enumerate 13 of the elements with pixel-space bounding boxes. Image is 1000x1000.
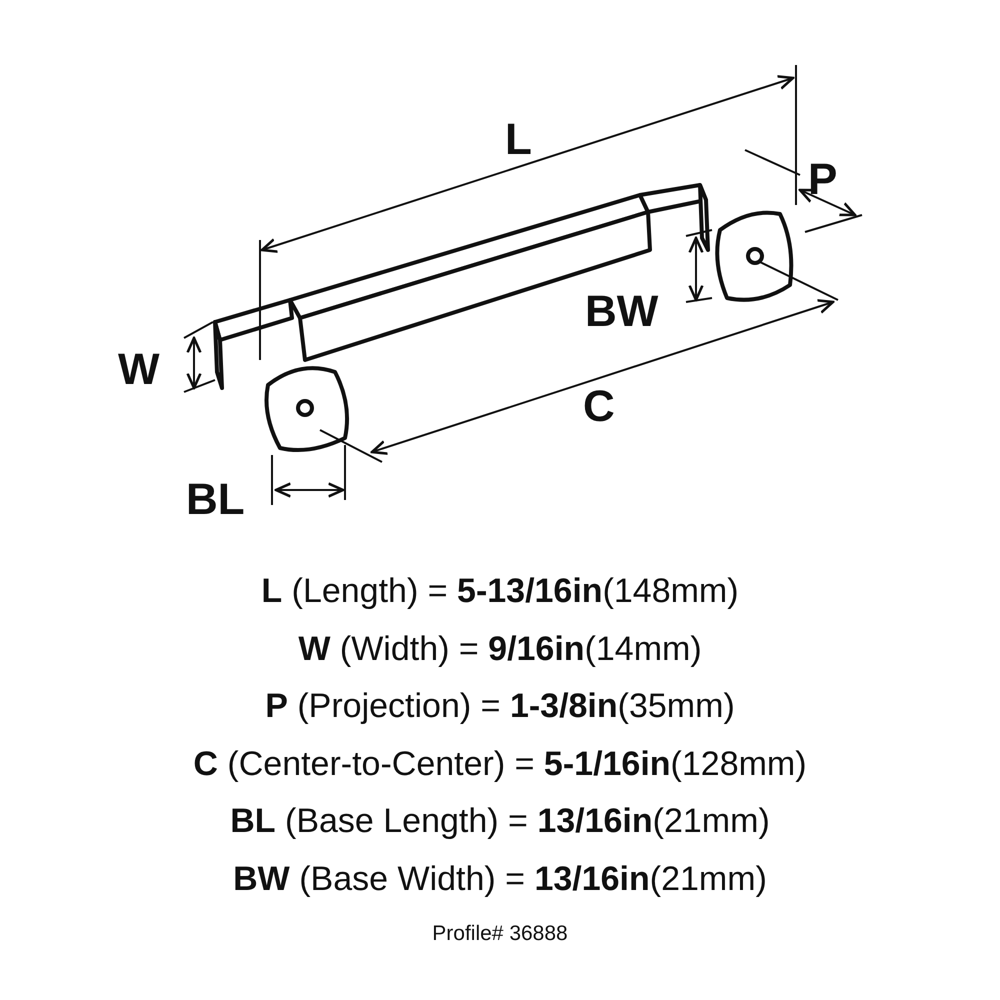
- dimension-label: BW: [585, 290, 658, 334]
- specification-text: BL (Base Length) = 13/16in(21mm): [230, 802, 770, 840]
- dimension-label: W: [118, 348, 160, 392]
- specification-text: W (Width) = 9/16in(14mm): [298, 630, 702, 668]
- specification-text: L (Length) = 5-13/16in(148mm): [261, 572, 739, 610]
- specification-text: C (Center-to-Center) = 5-1/16in(128mm): [193, 744, 807, 782]
- dimension-label: L: [505, 118, 532, 162]
- dimension-label: C: [583, 385, 615, 429]
- profile-number: Profile# 36888: [432, 922, 568, 945]
- dimension-label: BL: [186, 478, 245, 522]
- specification-text: P (Projection) = 1-3/8in(35mm): [265, 687, 735, 725]
- specification-text: BW (Base Width) = 13/16in(21mm): [233, 860, 767, 898]
- dimension-label: P: [808, 158, 838, 202]
